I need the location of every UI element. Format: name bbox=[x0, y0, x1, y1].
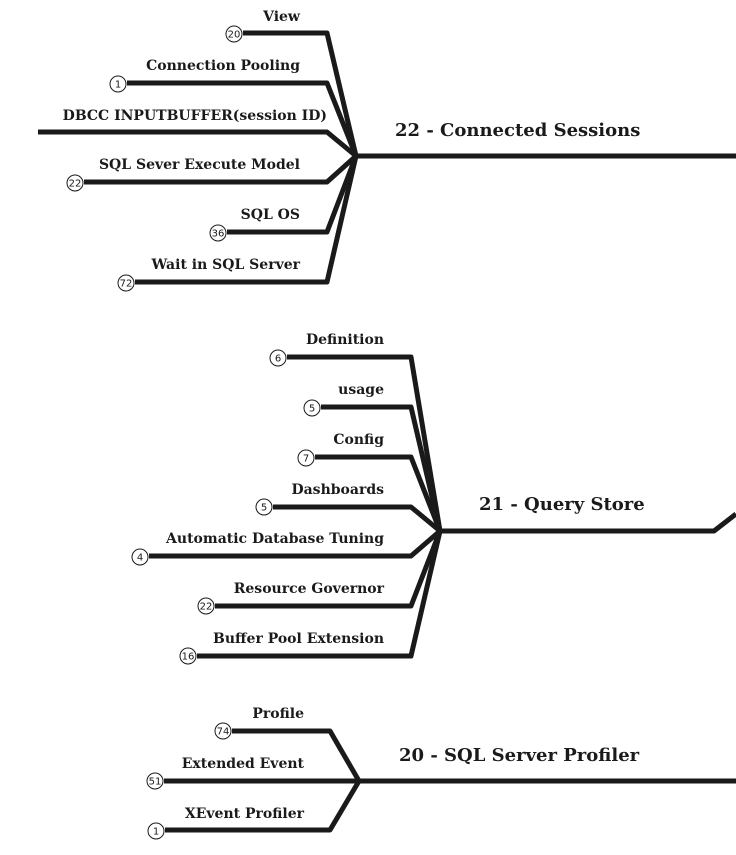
count-badge bbox=[209, 224, 227, 242]
count-badge-text: 74 bbox=[217, 727, 230, 738]
count-badge bbox=[147, 822, 165, 840]
branch-label[interactable]: Wait in SQL Server bbox=[151, 257, 301, 273]
count-badge bbox=[146, 772, 164, 790]
branch-label[interactable]: usage bbox=[338, 382, 384, 398]
count-badge-text: 4 bbox=[137, 553, 143, 564]
branch-label[interactable]: Automatic Database Tuning bbox=[165, 531, 384, 547]
count-badge-text: 5 bbox=[261, 503, 267, 514]
branch-label[interactable]: DBCC INPUTBUFFER(session ID) bbox=[63, 108, 327, 124]
branch-edge bbox=[127, 80, 359, 157]
count-badge bbox=[269, 349, 287, 367]
branch-item[interactable]: 6 Definition bbox=[269, 332, 443, 532]
topic-label[interactable]: 22 - Connected Sessions bbox=[395, 120, 640, 141]
count-badge-text: 5 bbox=[309, 404, 315, 415]
branch-label[interactable]: Resource Governor bbox=[234, 581, 385, 597]
branch-edge bbox=[149, 529, 442, 559]
branch-item[interactable]: 1 Connection Pooling bbox=[109, 58, 359, 157]
count-badge-text: 7 bbox=[303, 454, 309, 465]
branch-item[interactable]: 36 SQL OS bbox=[209, 155, 359, 242]
count-badge-text: 16 bbox=[182, 652, 195, 663]
count-badge-text: 1 bbox=[153, 827, 159, 838]
branch-edge bbox=[273, 504, 442, 533]
branch-edge bbox=[227, 155, 359, 235]
branch-item[interactable]: 22 SQL Sever Execute Model bbox=[66, 154, 358, 192]
branch-edge bbox=[38, 129, 358, 158]
branch-edge bbox=[243, 30, 359, 157]
branch-item[interactable]: 20 View bbox=[225, 9, 359, 157]
branch-label[interactable]: Profile bbox=[252, 706, 304, 722]
count-badge bbox=[225, 25, 243, 43]
count-badge-text: 1 bbox=[115, 80, 121, 91]
topic-label[interactable]: 21 - Query Store bbox=[479, 494, 645, 515]
count-badge bbox=[109, 75, 127, 93]
branch-edge bbox=[215, 530, 443, 609]
branch-label[interactable]: SQL Sever Execute Model bbox=[99, 157, 300, 173]
topic-label[interactable]: 20 - SQL Server Profiler bbox=[399, 745, 640, 766]
branch-item[interactable]: 5 Dashboards bbox=[255, 482, 442, 533]
count-badge bbox=[66, 174, 84, 192]
branch-label[interactable]: Dashboards bbox=[291, 482, 384, 498]
branch-edge bbox=[84, 154, 358, 185]
count-badge bbox=[131, 548, 149, 566]
branch-item[interactable]: 5 usage bbox=[303, 382, 443, 532]
branch-edge bbox=[287, 354, 443, 532]
branch-edge bbox=[232, 728, 362, 783]
count-badge bbox=[117, 274, 135, 292]
branch-item[interactable]: 72 Wait in SQL Server bbox=[117, 155, 359, 292]
count-badge bbox=[297, 449, 315, 467]
branch-item[interactable]: 74 Profile bbox=[214, 706, 362, 783]
branch-label[interactable]: Config bbox=[333, 432, 384, 448]
branch-label[interactable]: SQL OS bbox=[241, 207, 300, 223]
count-badge-text: 22 bbox=[69, 179, 82, 190]
count-badge-text: 51 bbox=[149, 777, 162, 788]
topic-query-store[interactable]: 21 - Query Store 6 Definition 5 usage 7 … bbox=[131, 332, 736, 665]
branch-edge bbox=[315, 454, 443, 532]
count-badge-text: 20 bbox=[228, 30, 241, 41]
topic-connected-sessions[interactable]: 22 - Connected Sessions 20 View 1 Connec… bbox=[38, 9, 736, 292]
branch-item[interactable]: 1 XEvent Profiler bbox=[147, 779, 362, 840]
branch-item[interactable]: 22 Resource Governor bbox=[197, 530, 443, 615]
branch-label[interactable]: Extended Event bbox=[182, 756, 305, 772]
branch-item[interactable]: 7 Config bbox=[297, 432, 443, 532]
count-badge bbox=[303, 399, 321, 417]
topic-sql-server-profiler[interactable]: 20 - SQL Server Profiler 74 Profile 51 E… bbox=[146, 706, 736, 840]
count-badge-text: 36 bbox=[212, 229, 225, 240]
topic-edge bbox=[440, 512, 736, 534]
branch-item[interactable]: DBCC INPUTBUFFER(session ID) bbox=[38, 108, 358, 158]
count-badge bbox=[197, 597, 215, 615]
branch-label[interactable]: Buffer Pool Extension bbox=[213, 631, 384, 647]
branch-edge bbox=[197, 530, 443, 659]
branch-item[interactable]: 51 Extended Event bbox=[146, 756, 359, 790]
count-badge bbox=[255, 498, 273, 516]
branch-edge bbox=[135, 155, 359, 285]
count-badge-text: 72 bbox=[120, 279, 133, 290]
branch-label[interactable]: Definition bbox=[306, 332, 384, 348]
count-badge bbox=[214, 722, 232, 740]
branch-label[interactable]: View bbox=[262, 9, 301, 25]
count-badge bbox=[179, 647, 197, 665]
branch-label[interactable]: Connection Pooling bbox=[146, 58, 300, 74]
branch-edge bbox=[165, 779, 362, 833]
count-badge-text: 6 bbox=[275, 354, 281, 365]
branch-item[interactable]: 16 Buffer Pool Extension bbox=[179, 530, 443, 665]
branch-label[interactable]: XEvent Profiler bbox=[185, 806, 305, 822]
branch-item[interactable]: 4 Automatic Database Tuning bbox=[131, 529, 442, 566]
count-badge-text: 22 bbox=[200, 602, 213, 613]
branch-edge bbox=[321, 404, 443, 532]
